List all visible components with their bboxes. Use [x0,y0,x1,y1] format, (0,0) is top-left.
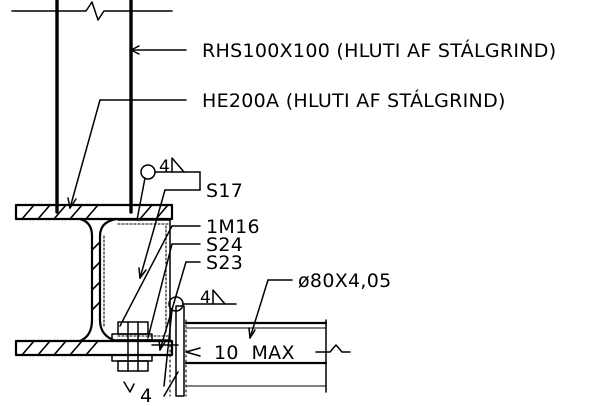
label-weld-top: 4 [159,157,170,177]
label-10-max: 10 MAX [214,342,295,364]
label-1m16: 1M16 [206,216,260,238]
break-line-icon [11,1,173,21]
pipe-section [184,319,351,393]
label-s23: S23 [206,252,243,274]
bottom-flange-hatch [21,340,99,356]
bolt-m16 [111,321,179,372]
web-hatch [91,241,101,311]
he-beam-section [14,203,174,357]
label-rhs: RHS100X100 (HLUTI AF STÁLGRIND) [202,39,556,62]
rhs-column [11,0,173,214]
weld-symbol-top-icon [171,157,185,173]
label-he: HE200A (HLUTI AF STÁLGRIND) [202,89,506,112]
label-s17: S17 [206,180,243,202]
leader-lines [67,45,293,397]
label-pipe: ø80X4,05 [298,270,392,292]
weld-symbol-bottom-icon [123,381,135,393]
dimension-arrow-left-icon [185,347,201,357]
pipe-break-icon [315,344,351,353]
label-weld-mid: 4 [200,288,211,308]
top-flange-hatch [21,204,169,220]
end-plate-s23 [169,305,187,397]
weld-symbol-mid-icon [212,289,226,305]
label-weld-bottom: 4 [140,385,152,406]
label-s24: S24 [206,234,243,256]
